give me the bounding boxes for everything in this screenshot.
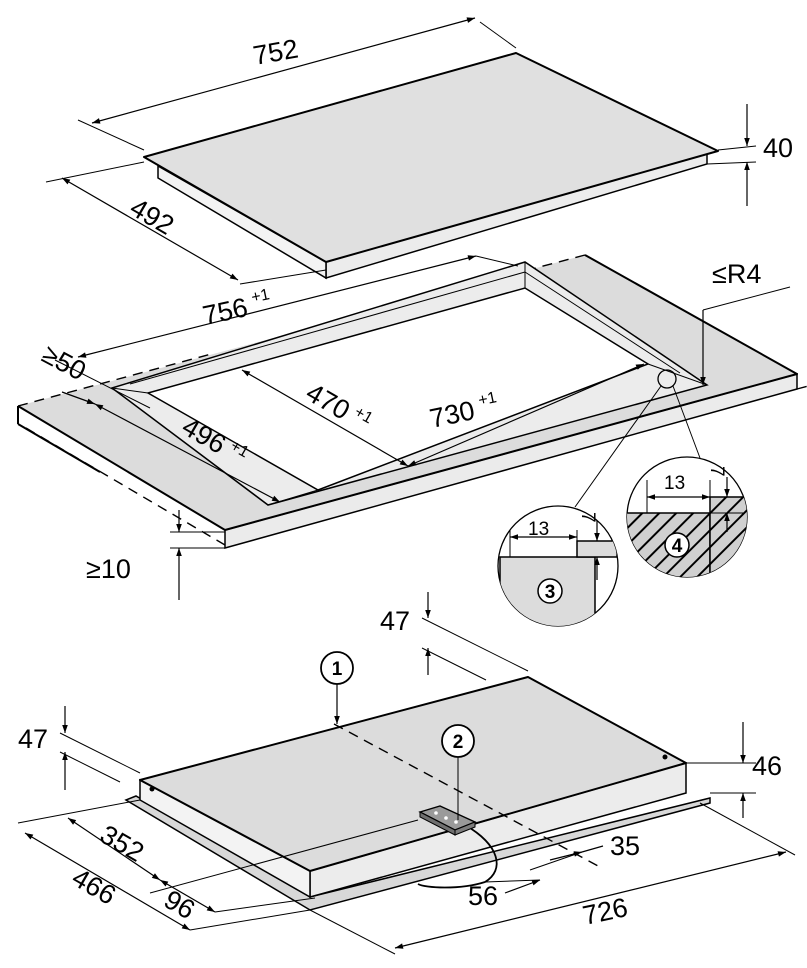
callout-2: 2: [441, 724, 475, 820]
dim-352-value: 352: [95, 819, 149, 868]
detail-4-depth-value: 7: [706, 466, 727, 477]
dim-56-value: 56: [468, 881, 498, 911]
svg-text:756+1: 756+1: [200, 286, 274, 331]
worktop-thickness-dimension: ≥10: [86, 510, 225, 600]
hob-glass-surface: [143, 52, 719, 263]
cutout-inner-width-tolerance: +1: [477, 389, 498, 409]
detail-3-depth-value: 7: [577, 512, 598, 523]
hob-height-dimension: 40: [706, 104, 793, 206]
underside-height-dimension: 46: [686, 722, 782, 818]
detail-3-circle: 13 7 3: [497, 505, 619, 627]
detail-4-width-value: 13: [664, 473, 685, 494]
connection-box: [418, 805, 477, 836]
corner-radius-value: ≤R4: [712, 259, 761, 289]
callout-4-badge: [664, 532, 690, 558]
detail-4-circle: 13 7 4: [626, 456, 748, 578]
dim-466-value: 466: [67, 862, 121, 911]
corner-radius-dimension: ≤R4: [700, 259, 791, 385]
cutout-outer-depth-dimension: 496+1: [94, 403, 281, 503]
hob-width-value: 752: [251, 34, 301, 71]
cutout-inner-depth-tolerance: +1: [351, 404, 375, 428]
detail-3-width-value: 13: [528, 519, 549, 540]
rear-offset-left-dimension: 47: [18, 706, 141, 790]
cutout-outer-width-tolerance: +1: [250, 286, 271, 306]
rear-offset-right-dimension: 47: [380, 592, 529, 681]
hob-depth-value: 492: [125, 192, 179, 241]
callout-2-number: 2: [453, 732, 464, 753]
callout-3-number: 3: [545, 582, 556, 603]
cutout-outer-width-value: 756: [200, 292, 250, 331]
corner-detail-marker: [574, 369, 701, 508]
dim-35-value: 35: [610, 831, 640, 861]
callout-1-number: 1: [332, 659, 343, 680]
dim-56: 56: [468, 879, 541, 911]
callout-3-badge: [537, 578, 563, 604]
hob-top-view: [143, 52, 719, 280]
worktop-thickness-value: ≥10: [86, 554, 131, 584]
dim-726-value: 726: [580, 892, 630, 931]
cutout-outer-depth-tolerance: +1: [227, 438, 251, 462]
callout-4-number: 4: [672, 536, 683, 557]
callout-1: 1: [320, 651, 354, 724]
hob-underside-view: [124, 676, 711, 911]
dim-96-value: 96: [159, 884, 200, 925]
rear-offset-right-value: 47: [380, 606, 410, 636]
hob-height-value: 40: [763, 133, 793, 163]
front-clearance-value: ≥50: [37, 339, 91, 387]
rear-offset-left-value: 47: [18, 724, 48, 754]
underside-height-value: 46: [752, 751, 782, 781]
